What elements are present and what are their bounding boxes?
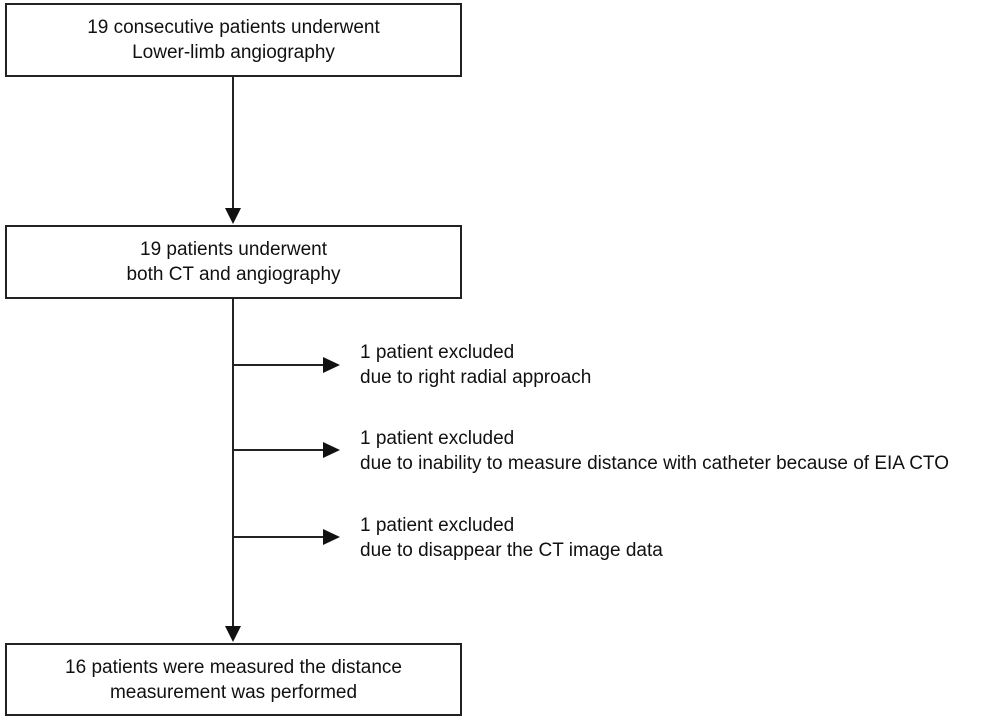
exclusion-title: 1 patient excluded (360, 428, 515, 449)
exclusion-reason: due to disappear the CT image data (360, 540, 663, 561)
arrowhead-down-1 (225, 208, 241, 224)
exclusion-title: 1 patient excluded (360, 342, 515, 363)
arrowhead-down-2 (225, 626, 241, 642)
exclusion-note-ct-data: 1 patient excluded due to disappear the … (360, 513, 663, 563)
arrowhead-right-1 (323, 357, 340, 373)
arrowhead-right-2 (323, 442, 340, 458)
exclusion-reason: due to inability to measure distance wit… (360, 453, 949, 474)
arrowhead-right-3 (323, 529, 340, 545)
box-text-line: Lower-limb angiography (132, 42, 335, 63)
exclusion-title: 1 patient excluded (360, 515, 515, 536)
exclusion-note-radial-approach: 1 patient excluded due to right radial a… (360, 340, 591, 390)
box-ct-and-angiography: 19 patients underwent both CT and angiog… (5, 225, 462, 299)
box-final-measured: 16 patients were measured the distance m… (5, 643, 462, 716)
box-text-line: 19 patients underwent (140, 239, 327, 260)
exclusion-reason: due to right radial approach (360, 367, 592, 388)
box-text-line: 16 patients were measured the distance (65, 656, 402, 678)
box-text-line: both CT and angiography (126, 264, 341, 285)
box-text-line: 19 consecutive patients underwent (87, 17, 380, 38)
box-text-line: measurement was performed (109, 681, 358, 703)
exclusion-note-eia-cto: 1 patient excluded due to inability to m… (360, 426, 949, 476)
box-consecutive-patients: 19 consecutive patients underwent Lower-… (5, 3, 462, 77)
